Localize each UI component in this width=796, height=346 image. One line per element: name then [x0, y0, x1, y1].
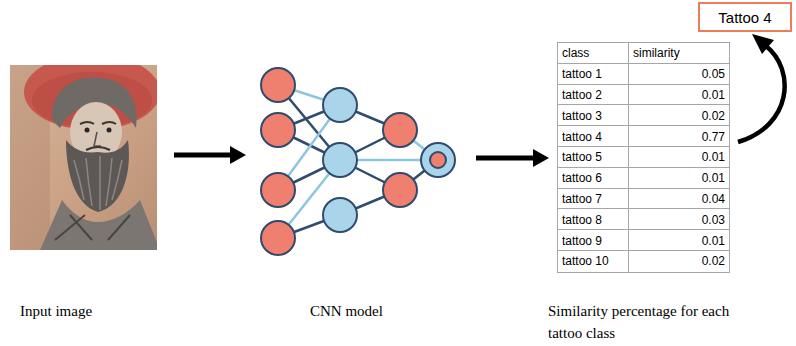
- cell-text: tattoo 10: [562, 254, 609, 268]
- cell-text: similarity: [633, 46, 680, 60]
- caption-text: Input image: [20, 300, 180, 322]
- table-cell: 0.02: [628, 104, 730, 127]
- cell-text: 0.01: [702, 171, 725, 185]
- table-cell: tattoo 4: [557, 125, 629, 148]
- table-cell: 0.04: [628, 188, 730, 211]
- table-cell: tattoo 5: [557, 146, 629, 169]
- table-cell: 0.02: [628, 250, 730, 273]
- table-cell: 0.01: [628, 229, 730, 252]
- table-cell: tattoo 1: [557, 63, 629, 86]
- cell-text: tattoo 9: [562, 234, 602, 248]
- table-cell: similarity: [628, 42, 730, 65]
- table-cell: tattoo 2: [557, 84, 629, 107]
- table-cell: tattoo 7: [557, 188, 629, 211]
- cell-text: 0.04: [702, 192, 725, 206]
- cell-text: tattoo 6: [562, 171, 602, 185]
- table-cell: 0.77: [628, 125, 730, 148]
- tattoo-photo: [10, 65, 157, 250]
- cell-text: tattoo 4: [562, 130, 602, 144]
- cell-text: 0.02: [702, 254, 725, 268]
- cell-text: tattoo 1: [562, 67, 602, 81]
- table-cell: tattoo 9: [557, 229, 629, 252]
- curved-arrow: [738, 34, 785, 142]
- cell-text: 0.01: [702, 88, 725, 102]
- cell-text: tattoo 5: [562, 150, 602, 164]
- caption-text: CNN model: [310, 300, 470, 322]
- table-cell: 0.01: [628, 146, 730, 169]
- cell-text: tattoo 8: [562, 213, 602, 227]
- cell-text: tattoo 7: [562, 192, 602, 206]
- cnn-network: [261, 68, 455, 255]
- table-cell: 0.05: [628, 63, 730, 86]
- cell-text: 0.01: [702, 234, 725, 248]
- result-box: Tattoo 4: [698, 2, 792, 32]
- cell-text: 0.03: [702, 213, 725, 227]
- table-cell: tattoo 3: [557, 104, 629, 127]
- table-cell: class: [557, 42, 629, 65]
- cell-text: class: [562, 46, 589, 60]
- cell-text: 0.02: [702, 109, 725, 123]
- cell-text: 0.77: [702, 130, 725, 144]
- table-cell: 0.03: [628, 208, 730, 231]
- flow-arrow: [174, 146, 246, 164]
- table-cell: 0.01: [628, 84, 730, 107]
- table-cell: 0.01: [628, 167, 730, 190]
- cell-text: tattoo 3: [562, 109, 602, 123]
- cell-text: 0.01: [702, 150, 725, 164]
- cell-text: tattoo 2: [562, 88, 602, 102]
- result-text: Tattoo 4: [718, 9, 771, 26]
- cell-text: 0.05: [702, 67, 725, 81]
- table-cell: tattoo 6: [557, 167, 629, 190]
- table-cell: tattoo 8: [557, 208, 629, 231]
- flow-arrow: [476, 149, 549, 167]
- table-cell: tattoo 10: [557, 250, 629, 273]
- caption-text: Similarity percentage for each tattoo cl…: [548, 300, 733, 344]
